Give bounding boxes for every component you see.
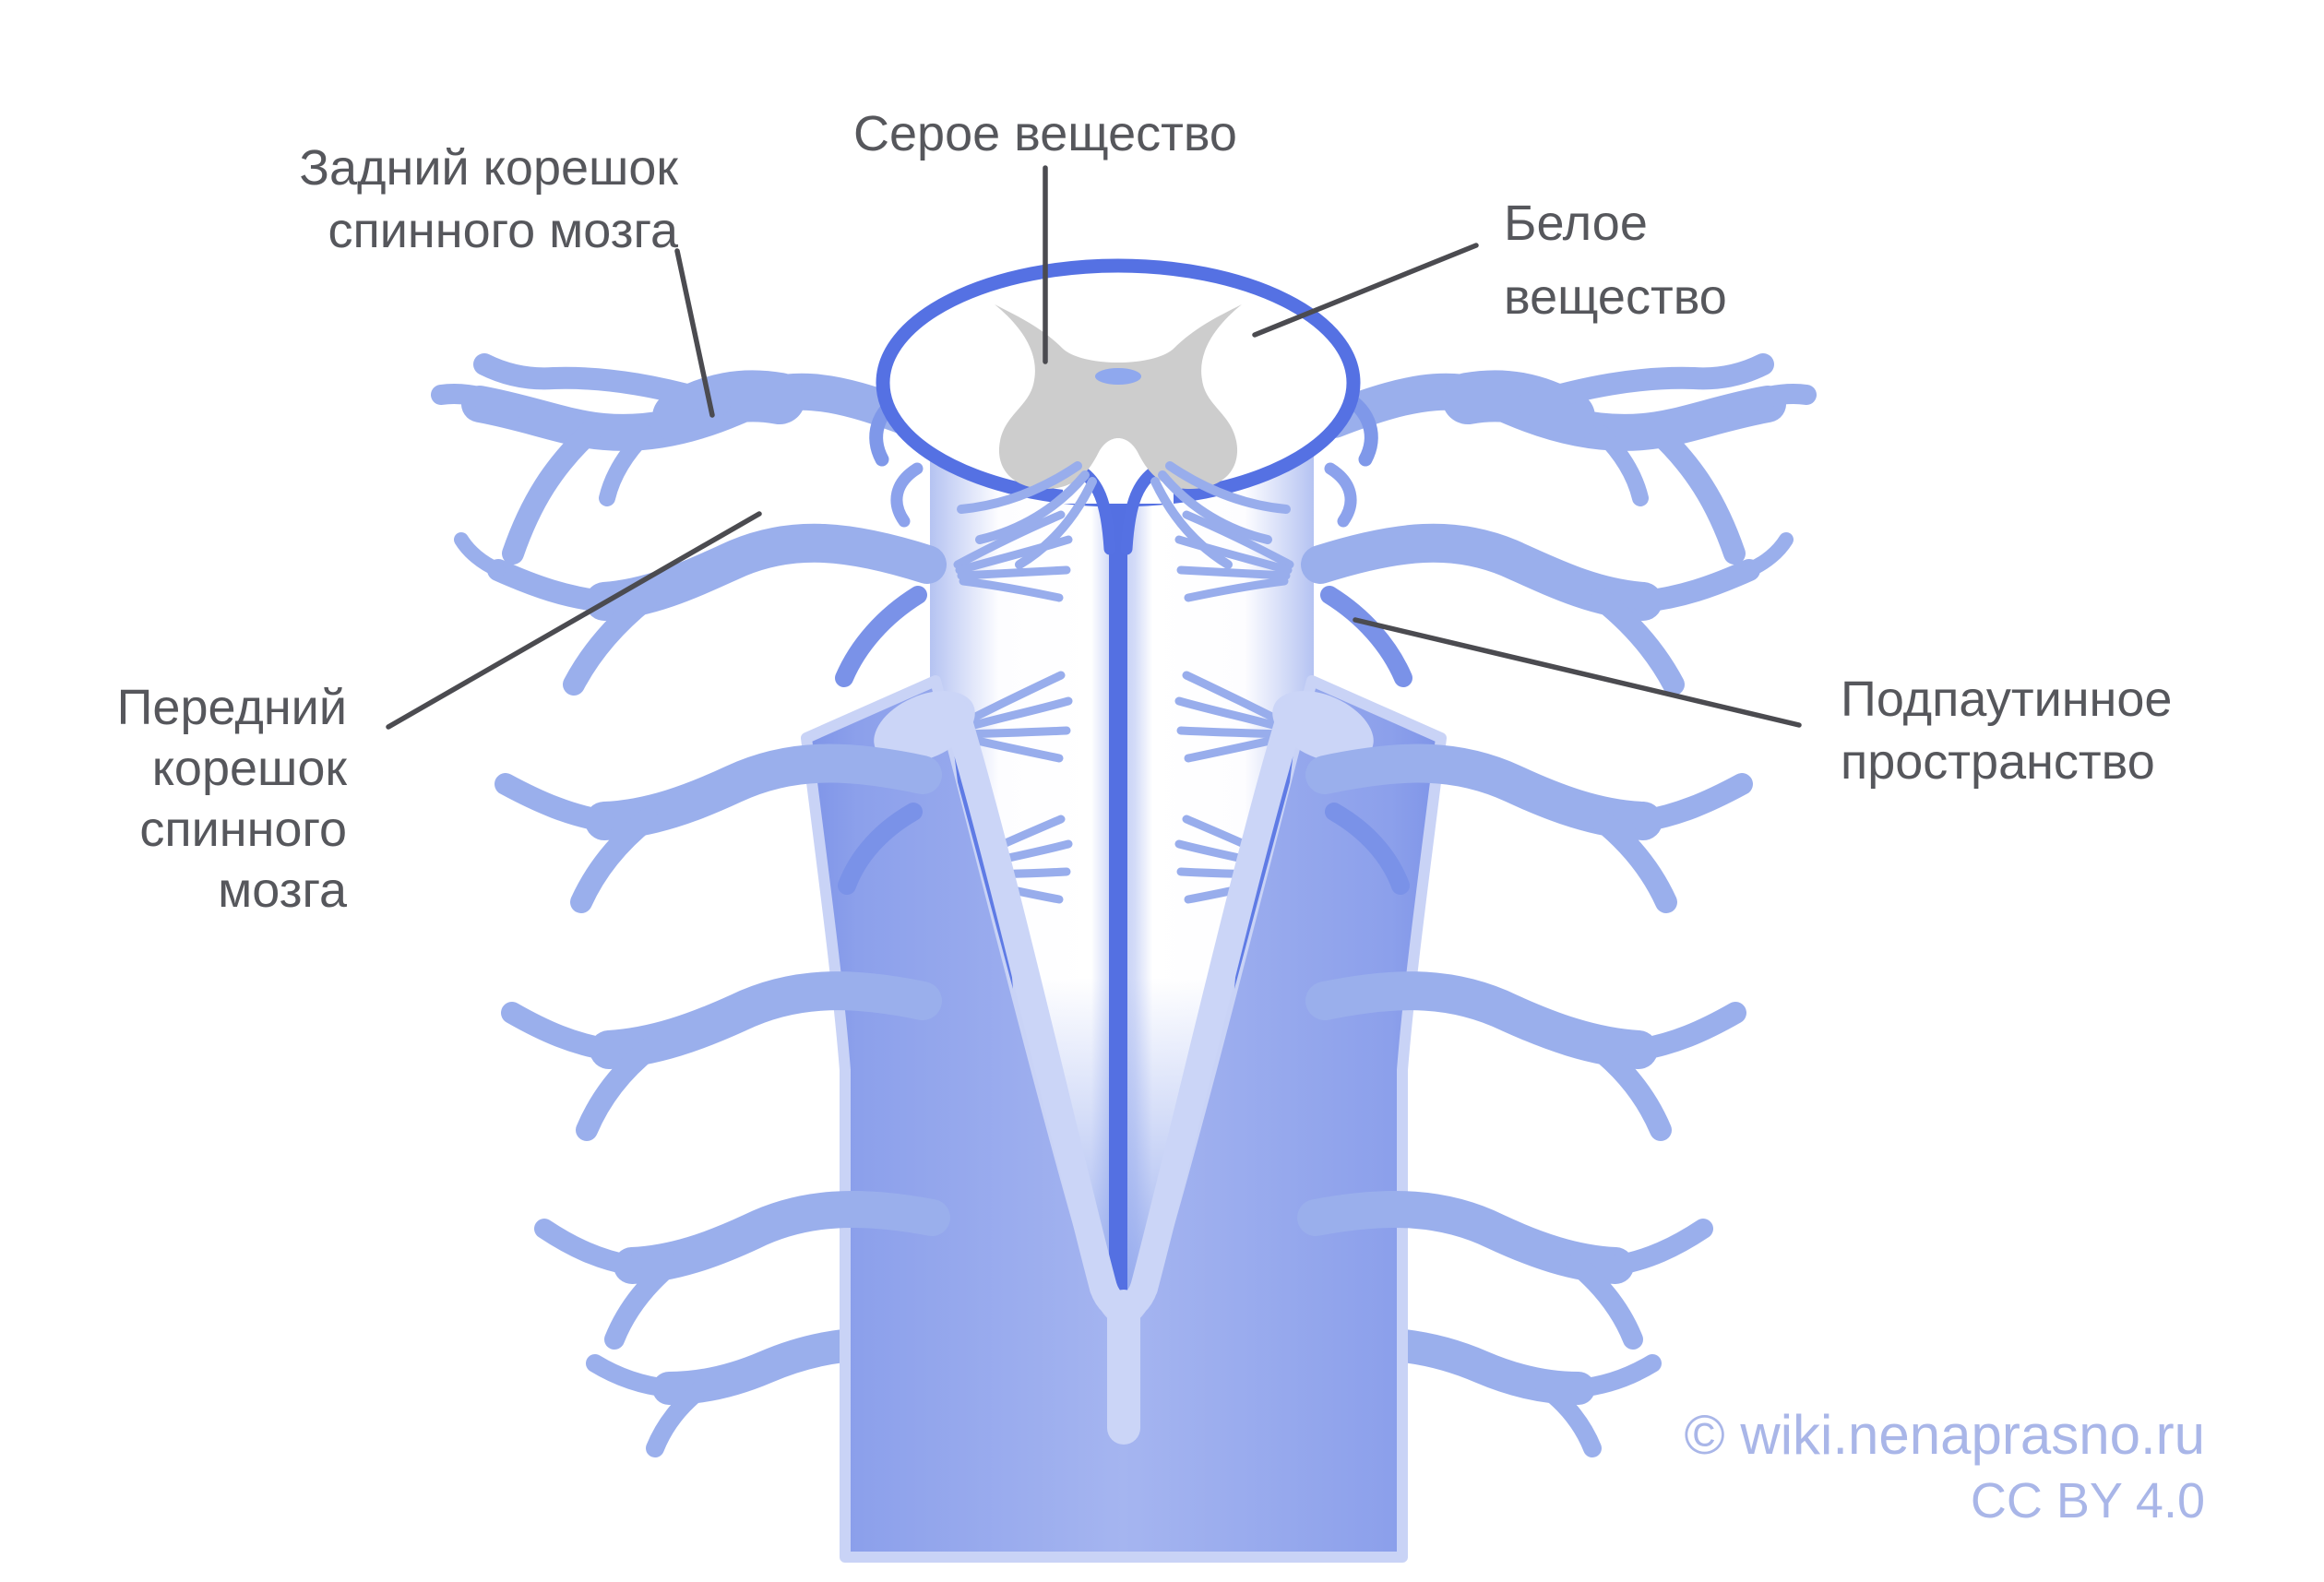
label-dorsal-root-line2: спинного мозга <box>328 203 678 258</box>
label-ventral-root-line4: мозга <box>218 862 347 918</box>
label-white-matter: Белое вещество <box>1504 186 1727 334</box>
watermark: © wiki.nenaprasno.ru CC BY 4.0 <box>1685 1406 2206 1529</box>
leader-line-dorsal-root <box>674 248 715 418</box>
central-canal <box>1095 368 1141 385</box>
leader-line-white-matter <box>1252 243 1479 338</box>
cross-section <box>876 258 1361 555</box>
label-ventral-root-line1: Передний <box>116 680 347 735</box>
label-gray-matter: Серое вещество <box>853 106 1237 161</box>
label-ventral-root-line2: корешок <box>151 741 347 796</box>
label-ventral-root-line3: спинного <box>139 802 347 857</box>
leader-line-subarachnoid <box>1353 617 1802 728</box>
dura-cut-edge <box>942 698 1305 1445</box>
label-dorsal-root: Задний корешок спинного мозга <box>299 137 678 262</box>
label-subarachnoid-line1: Подпаутинное <box>1841 672 2173 727</box>
label-subarachnoid-space: Подпаутинное пространство <box>1841 668 2172 793</box>
label-white-matter-line1: Белое <box>1504 196 1648 251</box>
leader-line-ventral-root <box>386 511 762 730</box>
label-subarachnoid-line2: пространство <box>1841 734 2155 790</box>
watermark-license: CC BY 4.0 <box>1970 1473 2205 1528</box>
label-white-matter-line2: вещество <box>1504 269 1727 325</box>
watermark-credit: © wiki.nenaprasno.ru <box>1684 1404 2206 1466</box>
label-ventral-root: Передний корешок спинного мозга <box>117 677 347 921</box>
gray-matter-butterfly <box>995 304 1242 489</box>
label-dorsal-root-line1: Задний корешок <box>299 140 678 196</box>
